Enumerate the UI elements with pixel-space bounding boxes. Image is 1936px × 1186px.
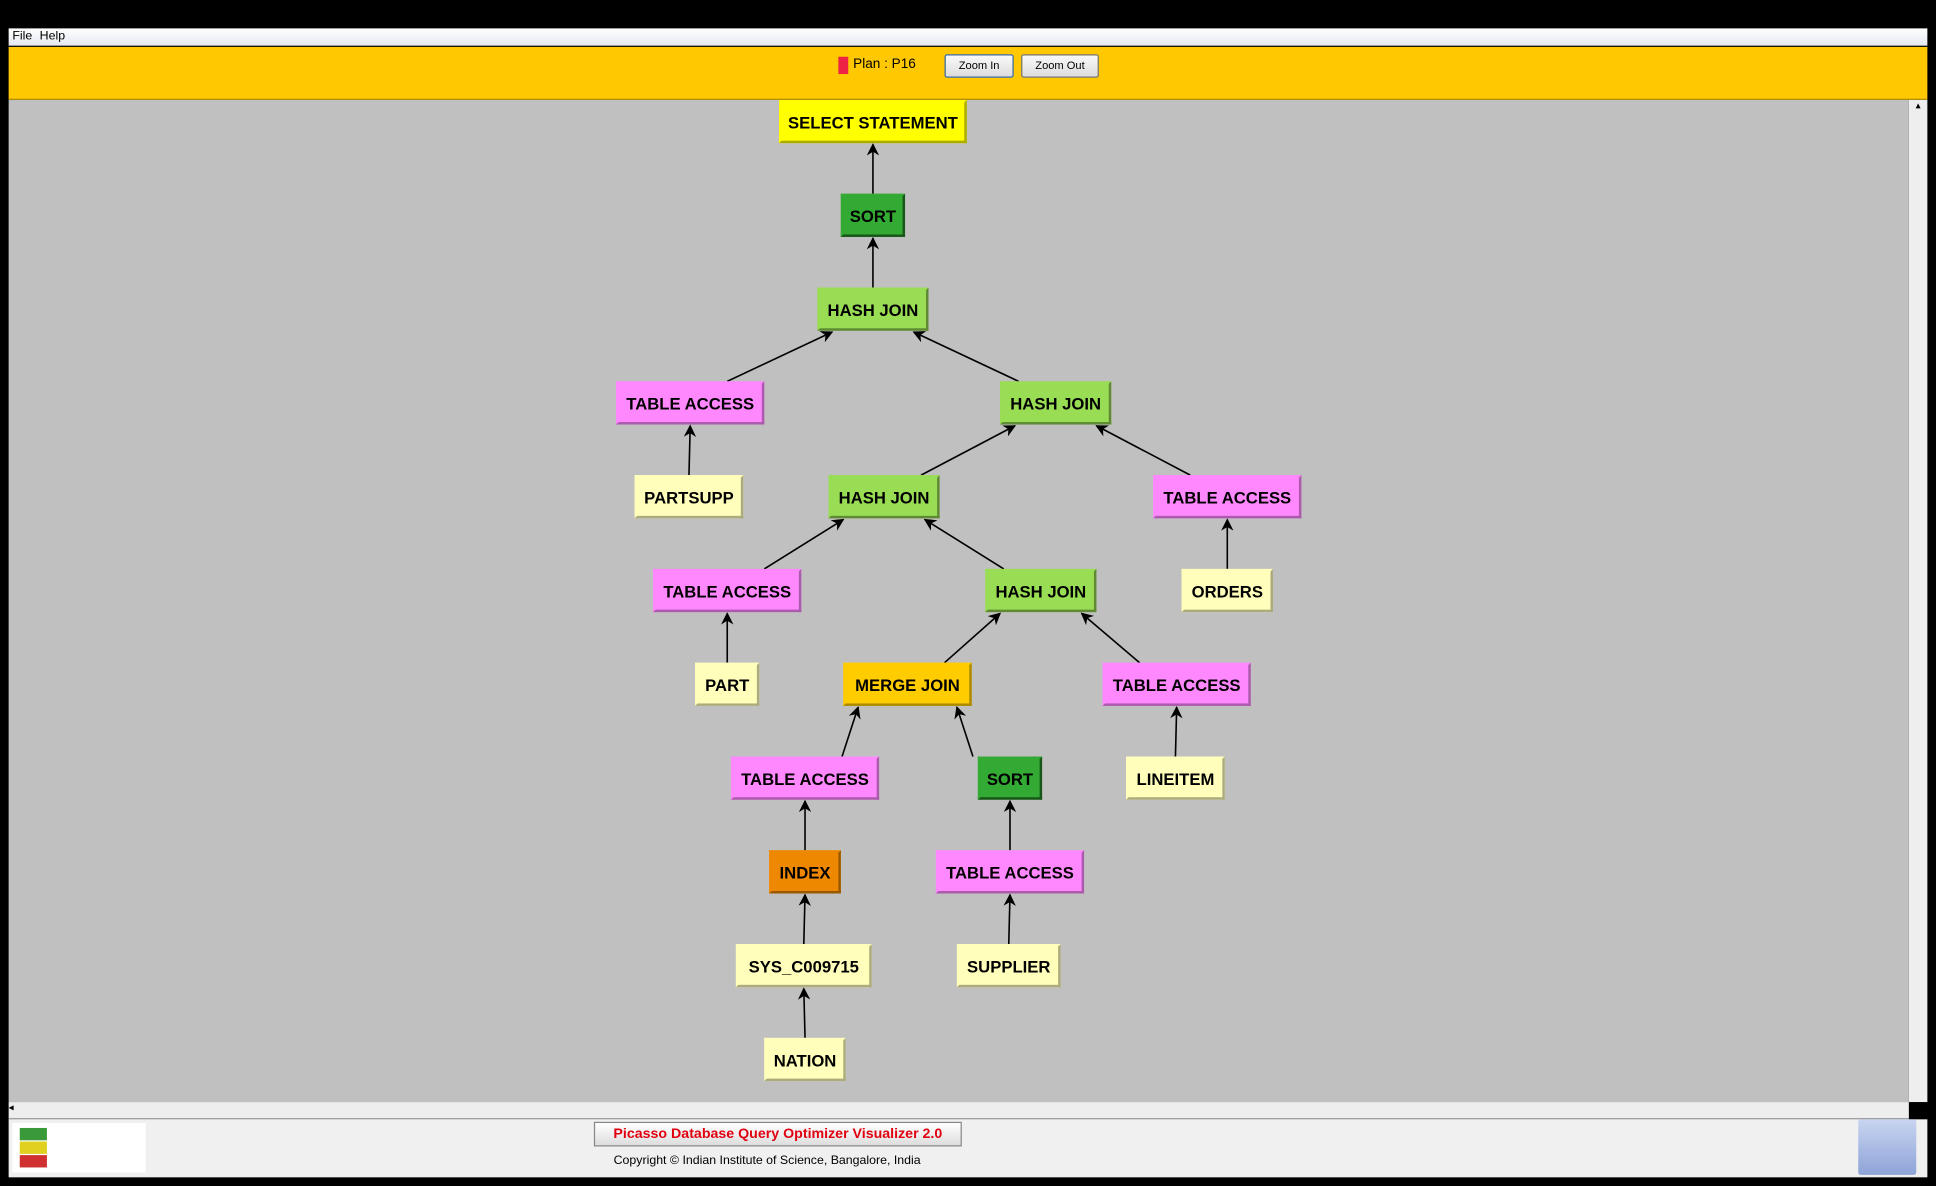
plan-edge — [726, 331, 834, 383]
plan-edge — [912, 331, 1019, 383]
dsl-logo — [12, 1123, 146, 1173]
plan-edges — [683, 143, 1234, 1038]
plan-node-table-access[interactable]: TABLE ACCESS — [935, 850, 1085, 894]
horizontal-scrollbar[interactable]: ◂ — [8, 1102, 1909, 1120]
plan-node-hash-join[interactable]: HASH JOIN — [1000, 381, 1112, 425]
plan-node-hash-join[interactable]: HASH JOIN — [985, 568, 1097, 613]
copyright-text: Copyright © Indian Institute of Science,… — [613, 1153, 921, 1168]
plan-node-table-access[interactable]: TABLE ACCESS — [653, 568, 802, 613]
plan-node-table-access[interactable]: TABLE ACCESS — [730, 756, 880, 800]
plan-node-sort[interactable]: SORT — [977, 756, 1043, 800]
plan-node-orders[interactable]: ORDERS — [1181, 568, 1273, 613]
plan-edge — [841, 705, 861, 757]
iisc-logo — [1858, 1119, 1917, 1175]
plan-node-select-statement[interactable]: SELECT STATEMENT — [779, 99, 967, 144]
plan-node-hash-join[interactable]: HASH JOIN — [828, 475, 940, 519]
plan-edge — [797, 987, 811, 1038]
plan-edge — [920, 425, 1017, 476]
plan-edge — [1095, 425, 1191, 476]
app-title-button[interactable]: Picasso Database Query Optimizer Visuali… — [593, 1121, 962, 1147]
plan-tree-canvas: SELECT STATEMENT SORT HASH JOIN TABLE ACCES… — [8, 99, 1909, 1103]
plan-edge — [683, 424, 697, 476]
plan-color-swatch — [838, 56, 849, 75]
plan-edge — [944, 612, 1002, 664]
plan-edge — [923, 518, 1005, 570]
plan-node-part[interactable]: PART — [695, 662, 760, 706]
plan-node-lineitem[interactable]: LINEITEM — [1126, 756, 1225, 800]
plan-node-index[interactable]: INDEX — [769, 850, 841, 894]
plan-node-nation[interactable]: NATION — [764, 1037, 846, 1082]
plan-edge — [954, 705, 974, 757]
plan-node-table-access[interactable]: TABLE ACCESS — [1153, 475, 1302, 519]
zoom-in-button[interactable]: Zoom In — [944, 54, 1014, 78]
plan-node-merge-join[interactable]: MERGE JOIN — [843, 662, 972, 706]
plan-edge — [1080, 612, 1141, 664]
plan-node-table-access[interactable]: TABLE ACCESS — [1102, 662, 1251, 706]
vertical-scrollbar[interactable]: ▴ — [1908, 99, 1928, 1103]
plan-node-table-access[interactable]: TABLE ACCESS — [616, 381, 765, 425]
plan-node-sort[interactable]: SORT — [840, 193, 906, 237]
plan-edge — [763, 518, 845, 570]
plan-node-supplier[interactable]: SUPPLIER — [956, 944, 1061, 988]
menu-bar: File Help — [8, 28, 1928, 46]
plan-edge — [798, 893, 811, 945]
toolbar: Plan : P16 Zoom In Zoom Out — [8, 46, 1928, 100]
plan-edge — [1170, 705, 1183, 757]
plan-label: Plan : P16 — [853, 56, 916, 72]
menu-file[interactable]: File — [12, 29, 33, 44]
plan-node-partsupp[interactable]: PARTSUPP — [634, 475, 744, 519]
menu-help[interactable]: Help — [39, 29, 66, 44]
footer: Picasso Database Query Optimizer Visuali… — [8, 1119, 1928, 1178]
zoom-out-button[interactable]: Zoom Out — [1021, 54, 1099, 78]
plan-edge — [1003, 893, 1016, 945]
plan-node-hash-join[interactable]: HASH JOIN — [817, 287, 929, 331]
plan-node-sys-c009715[interactable]: SYS_C009715 — [735, 944, 872, 988]
